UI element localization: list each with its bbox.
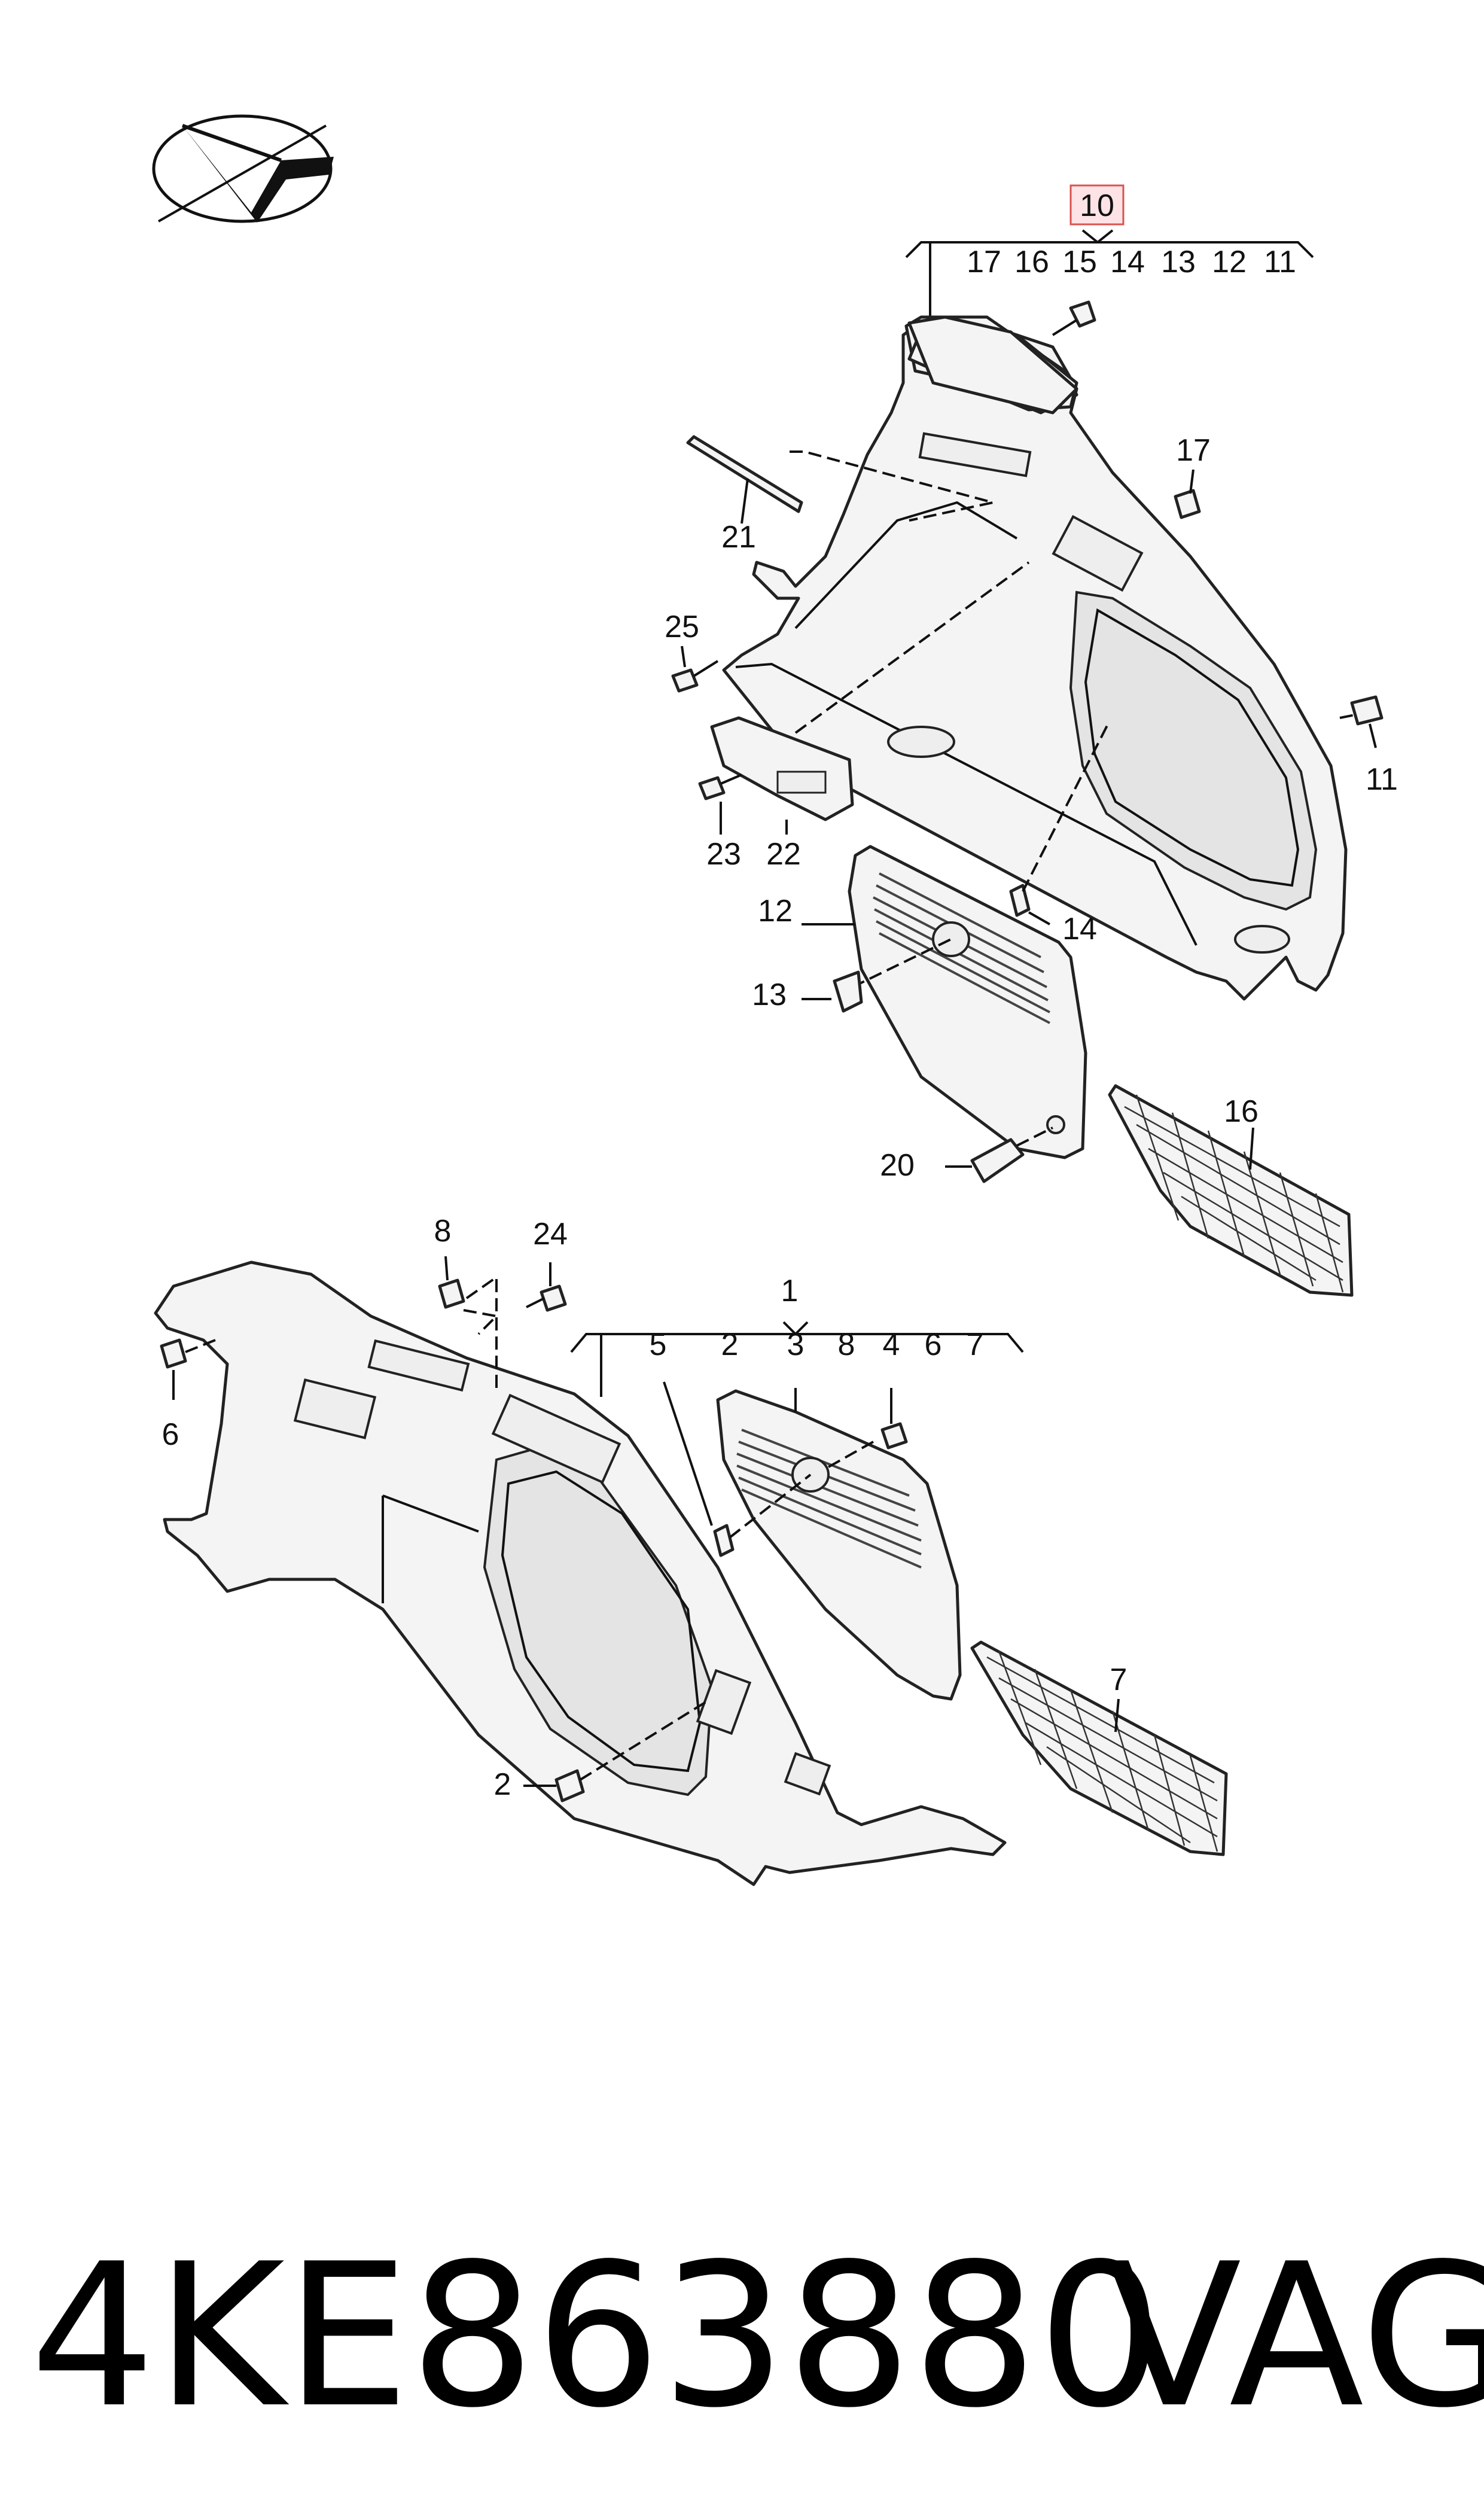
callout-22: 22: [766, 837, 801, 872]
callout-11: 11: [1366, 762, 1398, 797]
clip-17-icon: [1174, 469, 1201, 519]
callout-13: 13: [752, 978, 787, 1012]
brand-label: VAG: [1107, 2221, 1484, 2451]
callout-8: 8: [434, 1214, 452, 1249]
knob-4-icon: [825, 1388, 908, 1470]
net-16-icon: [1108, 1084, 1354, 1297]
highlight-box-10: [1069, 184, 1125, 226]
callout-3-bracket: 3: [787, 1327, 805, 1362]
screw-23-icon: [698, 774, 742, 835]
screw-25-icon: [671, 646, 719, 693]
callout-1: 1: [781, 1274, 799, 1308]
pin-2-icon: [523, 1701, 707, 1803]
grille-cover-12-icon: [802, 845, 1087, 1159]
callout-21: 21: [721, 520, 756, 555]
callout-2-bracket: 2: [721, 1327, 739, 1362]
callout-13-bracket: 13: [1161, 245, 1196, 279]
callout-7: 7: [1110, 1663, 1128, 1697]
callout-14-bracket: 14: [1110, 245, 1145, 279]
callout-15-bracket: 15: [1062, 245, 1097, 279]
callout-6: 6: [162, 1417, 179, 1452]
net-7-icon: [970, 1640, 1228, 1856]
callout-2: 2: [494, 1767, 511, 1802]
knob-13-icon: [802, 970, 863, 1013]
callout-6-bracket: 6: [925, 1327, 942, 1362]
callout-17: 17: [1176, 433, 1211, 468]
callout-25: 25: [665, 610, 699, 644]
strip-21-icon: [686, 435, 994, 524]
part-number: 4KE863880: [30, 2221, 1163, 2451]
callout-5-bracket: 5: [650, 1327, 667, 1362]
callout-8-bracket: 8: [838, 1327, 855, 1362]
clip-5-icon: [663, 1381, 812, 1557]
callout-7-bracket: 7: [967, 1327, 984, 1362]
clip-14-icon: [1009, 720, 1111, 925]
clip-15-icon: [1052, 300, 1096, 336]
callout-16: 16: [1224, 1094, 1258, 1129]
callout-12: 12: [758, 894, 793, 928]
clip-6-icon: [160, 1338, 216, 1400]
callout-17-bracket: 17: [967, 245, 1001, 279]
lower-trim-assembly: [154, 1260, 1024, 1886]
callout-10: 10: [1080, 188, 1114, 223]
upper-trim-assembly: [722, 229, 1348, 1001]
callout-12-bracket: 12: [1212, 245, 1247, 279]
callout-16-bracket: 16: [1014, 245, 1049, 279]
pin-20-icon: [945, 1126, 1053, 1183]
callout-14: 14: [1062, 912, 1097, 946]
clip-11-icon: [1339, 695, 1384, 748]
clip-8-icon: [438, 1256, 499, 1394]
screw-24-icon: [526, 1262, 567, 1312]
callout-24: 24: [533, 1217, 568, 1252]
callout-23: 23: [706, 837, 741, 872]
bracket-22-icon: [710, 561, 1030, 835]
callout-4-bracket: 4: [883, 1327, 900, 1362]
paper-plane-emblem-icon: [152, 114, 334, 223]
callout-20: 20: [880, 1148, 915, 1183]
callout-11-bracket: 11: [1264, 245, 1296, 279]
